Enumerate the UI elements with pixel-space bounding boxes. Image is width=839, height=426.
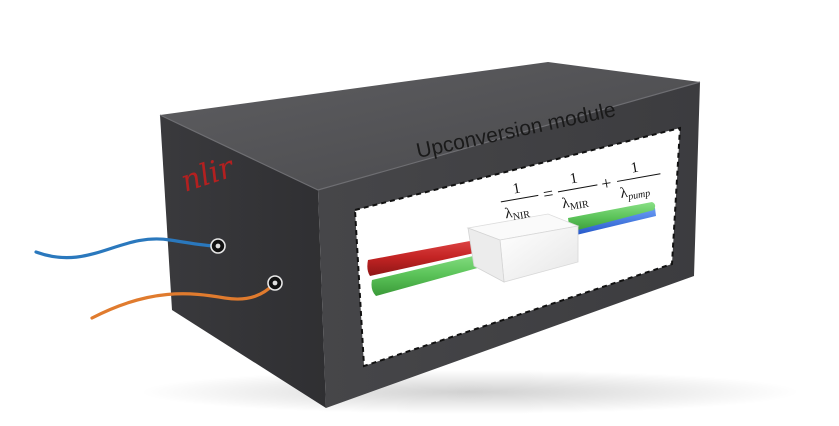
eq-nir-denominator: λNIR	[504, 202, 532, 224]
eq-mir-denominator: λMIR	[561, 192, 590, 214]
crystal-left	[467, 227, 505, 283]
eq-term-nir: 1 λNIR	[500, 180, 539, 224]
eq-mir-numerator: 1	[569, 170, 579, 187]
eq-term-pump: 1 λpump	[616, 160, 661, 204]
eq-pump-numerator: 1	[630, 160, 640, 177]
eq-plus: +	[600, 173, 613, 194]
beam-green-in	[371, 252, 492, 296]
connector-top	[210, 238, 226, 254]
eq-pump-denominator: λpump	[619, 181, 651, 204]
beam-green-out	[568, 202, 656, 232]
box-top-face	[160, 62, 700, 190]
connector-bottom	[267, 275, 283, 291]
eq-term-mir: 1 λMIR	[557, 170, 598, 214]
window-dashed-border	[353, 126, 682, 368]
eq-nir-numerator: 1	[512, 180, 522, 197]
box-left-face	[160, 115, 326, 408]
eq-equals: =	[541, 183, 554, 204]
eq-pump-fraction-bar	[616, 173, 661, 182]
beam-red	[367, 238, 488, 276]
cable-orange	[90, 282, 276, 320]
eq-nir-fraction-bar	[500, 194, 539, 203]
box-shadow	[140, 370, 800, 414]
cable-blue	[34, 237, 219, 260]
eq-mir-fraction-bar	[557, 184, 598, 193]
box-top-edge	[159, 81, 701, 191]
equation: 1 λNIR = 1 λMIR + 1 λpump	[500, 160, 661, 224]
